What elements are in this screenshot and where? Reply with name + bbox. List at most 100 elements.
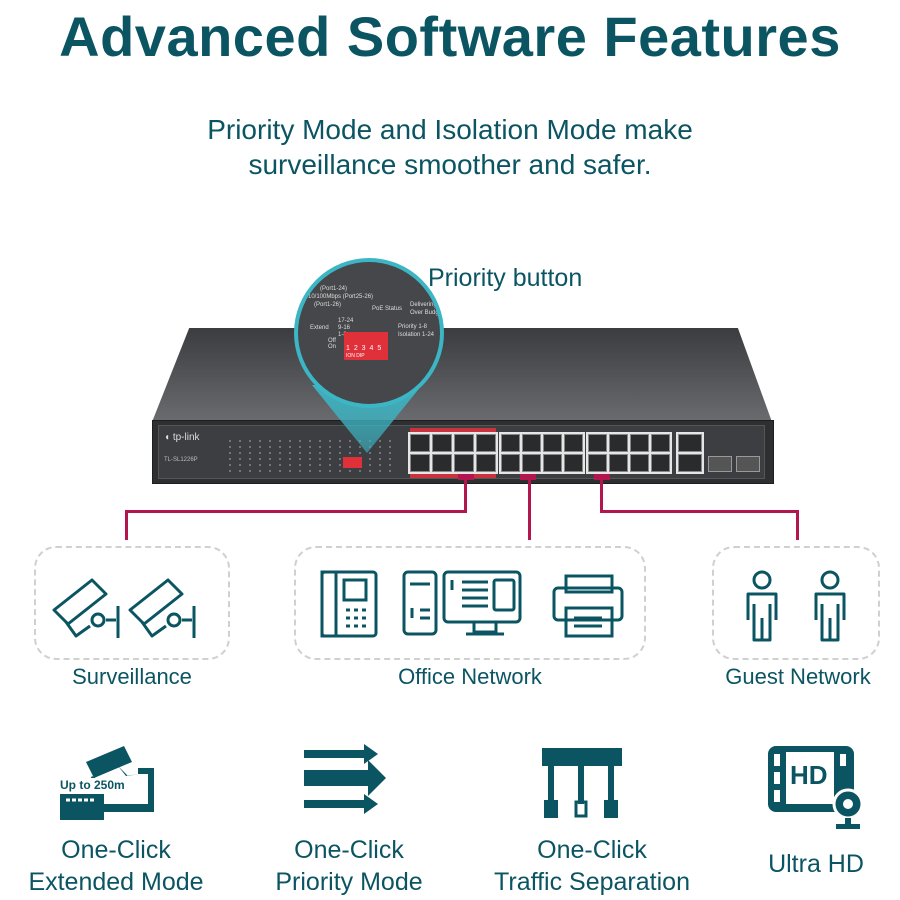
priority-port-bar-bottom — [410, 474, 496, 478]
mag-text: Over Budget — [410, 310, 444, 316]
ethernet-port[interactable] — [564, 454, 583, 472]
person-icon — [746, 570, 846, 642]
extended-mode-icon: Up to 250m — [52, 740, 162, 822]
hd-badge: HD — [790, 760, 828, 790]
ip-phone-icon — [320, 570, 378, 638]
ethernet-port[interactable] — [501, 454, 520, 472]
feature-label-line: Traffic Separation — [494, 868, 690, 896]
feature-ultra-hd: Ultra HD — [746, 848, 886, 880]
ethernet-port[interactable] — [501, 434, 520, 452]
ethernet-port[interactable] — [432, 434, 452, 452]
port-group-9-16 — [499, 432, 585, 474]
ethernet-port[interactable] — [564, 434, 583, 452]
connector-port-marker — [594, 474, 610, 480]
mag-text: (Port1-24) — [320, 286, 348, 292]
dip-numbers: 1 2 3 4 5 — [346, 345, 383, 352]
sfp-slot[interactable] — [736, 456, 760, 472]
group-label-guest-network: Guest Network — [725, 664, 871, 689]
feature-priority-mode: One-Click Priority Mode — [246, 834, 452, 898]
desktop-computer-icon — [402, 570, 522, 636]
ethernet-port[interactable] — [630, 434, 649, 452]
connector-line — [125, 510, 128, 540]
mag-text: Delivering — [410, 302, 437, 308]
subtitle-line-2: surveillance smoother and safer. — [248, 149, 652, 180]
mag-text: PoE Status — [372, 306, 403, 312]
connector-port-marker — [520, 474, 536, 480]
ethernet-port[interactable] — [543, 454, 562, 472]
ethernet-port[interactable] — [410, 434, 430, 452]
ethernet-port[interactable] — [410, 454, 430, 472]
feature-extended-mode: One-Click Extended Mode — [8, 834, 224, 898]
mag-text: Isolation 1-24 — [398, 332, 435, 338]
feature-label-line: One-Click — [294, 836, 404, 864]
mag-text: Off — [328, 338, 336, 344]
ethernet-port[interactable] — [588, 454, 607, 472]
traffic-separation-icon — [540, 746, 624, 820]
mag-text: 10/100Mbps (Port25-26) — [308, 294, 374, 300]
ethernet-port[interactable] — [522, 434, 541, 452]
group-office-network — [294, 546, 646, 660]
feature-traffic-separation: One-Click Traffic Separation — [476, 834, 708, 898]
ethernet-port[interactable] — [630, 454, 649, 472]
ethernet-port[interactable] — [454, 454, 474, 472]
distance-badge: Up to 250m — [60, 778, 125, 792]
ultra-hd-icon: HD — [766, 744, 870, 832]
connector-port-marker — [458, 474, 474, 480]
feature-label-line: Ultra HD — [768, 850, 864, 878]
group-guest-network — [712, 546, 880, 660]
sfp-slot[interactable] — [708, 456, 732, 472]
feature-label-line: Priority Mode — [275, 868, 423, 896]
page-subtitle: Priority Mode and Isolation Mode make su… — [0, 112, 900, 182]
feature-label-line: One-Click — [61, 836, 171, 864]
ethernet-port[interactable] — [476, 454, 496, 472]
feature-label-line: Extended Mode — [28, 868, 204, 896]
mag-text: Extend — [310, 325, 329, 331]
priority-port-bar-top — [410, 428, 496, 432]
connector-line — [125, 510, 467, 513]
port-group-1-8 — [408, 432, 498, 474]
ethernet-port[interactable] — [543, 434, 562, 452]
dip-switch-priority-button[interactable] — [344, 332, 388, 360]
group-label-surveillance: Surveillance — [72, 664, 192, 689]
ethernet-port[interactable] — [651, 454, 670, 472]
ethernet-port[interactable] — [432, 454, 452, 472]
ethernet-port[interactable] — [588, 434, 607, 452]
ethernet-port[interactable] — [609, 434, 628, 452]
connector-line — [464, 478, 467, 512]
port-group-17-24 — [586, 432, 672, 474]
tp-link-logo-icon: ◖ — [164, 432, 171, 443]
mag-text: Priority 1-8 — [398, 324, 428, 330]
ethernet-port[interactable] — [454, 434, 474, 452]
switch-top-cover — [152, 328, 772, 422]
cctv-camera-icon — [52, 578, 196, 638]
priority-button-label: Priority button — [428, 264, 583, 292]
brand-name: tp-link — [172, 432, 200, 443]
connector-line — [528, 478, 531, 540]
port-group-25-26 — [676, 432, 704, 474]
office-devices-icon — [320, 570, 624, 638]
connector-line — [796, 510, 799, 540]
ethernet-port[interactable] — [678, 434, 702, 452]
connector-line — [600, 478, 603, 512]
dip-switch-small[interactable] — [343, 457, 362, 468]
mag-text: (Port1-26) — [314, 302, 342, 308]
printer-icon — [552, 574, 624, 638]
mag-text: 1-8 — [338, 332, 347, 338]
ethernet-port[interactable] — [609, 454, 628, 472]
feature-label-line: One-Click — [537, 836, 647, 864]
ethernet-port[interactable] — [522, 454, 541, 472]
subtitle-line-1: Priority Mode and Isolation Mode make — [207, 114, 693, 145]
group-label-office-network: Office Network — [398, 664, 542, 689]
ethernet-port[interactable] — [678, 454, 702, 472]
model-number: TL-SL1226P — [164, 457, 198, 463]
connector-line — [600, 510, 798, 513]
mag-text: 9-16 — [338, 325, 351, 331]
mag-text: 17-24 — [338, 318, 354, 324]
ethernet-port[interactable] — [651, 434, 670, 452]
dip-label: ION DIP — [346, 353, 365, 359]
ethernet-port[interactable] — [476, 434, 496, 452]
group-surveillance — [34, 546, 230, 660]
page-title: Advanced Software Features — [59, 5, 841, 68]
brand-logo: ◖ tp-link — [164, 432, 200, 443]
priority-arrows-icon — [302, 740, 392, 820]
